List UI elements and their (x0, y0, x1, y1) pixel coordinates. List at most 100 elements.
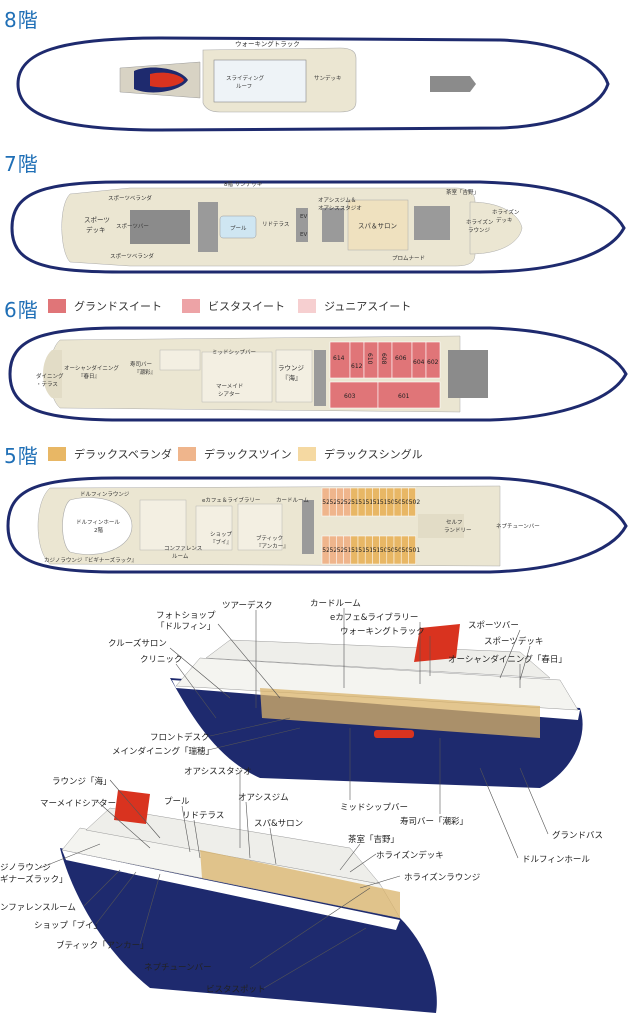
deck-7-title: 7階 (4, 152, 39, 176)
neptune-label: ネプチューンバー (496, 523, 540, 530)
callout-casino-2: ギナーズラック」 (0, 874, 68, 885)
cabin-514-label: 514 (366, 499, 378, 506)
pool-shape (219, 215, 257, 239)
pool-label: プール (230, 225, 247, 232)
sports-veranda-bottom-label: スポーツベランダ (110, 252, 154, 260)
cabin-510-label: 510 (380, 499, 392, 506)
boutique-label-2: 『アンカー』 (256, 542, 289, 550)
upper-funnel-icon (414, 624, 460, 662)
deck-5-cabins: 5265245225205185165145125105085065045025… (321, 487, 421, 565)
cabin-515-label: 515 (358, 547, 370, 554)
callout-oasis-gym: オアシスジム (238, 793, 289, 803)
sun-deck-label: サンデッキ (314, 74, 342, 82)
cabin-501-label: 501 (409, 547, 421, 554)
sliding-roof-label-1: スライディング (226, 74, 265, 82)
tea-room-label: 茶室「吉野」 (446, 188, 479, 196)
grand-suite-legend-label: グランドスイート (74, 300, 162, 313)
callout-clinic: クリニック (140, 655, 183, 665)
callout-spa-salon: スパ&サロン (254, 819, 303, 829)
horizon-lounge-label-1: ホライズン (466, 218, 494, 226)
deck-5-legend-twin: デラックスツイン (178, 446, 292, 462)
callout-e-cafe: eカフェ&ライブラリー (330, 612, 418, 623)
cabin-602 (425, 341, 441, 379)
cabin-522-label: 522 (337, 499, 349, 506)
laundry-label-2: ランドリー (444, 527, 472, 534)
boutique-label-1: ブティック (256, 534, 283, 542)
sports-bar-label: スポーツバー (116, 223, 149, 230)
callout-midship-bar: ミッドシップバー (340, 803, 408, 813)
callout-walking-track: ウォーキングトラック (340, 626, 425, 637)
lower-funnel-icon (114, 790, 150, 824)
callout-front-desk: フロントデスク (150, 732, 210, 743)
deluxe-twin-legend-label: デラックスツイン (204, 448, 292, 461)
vista-suite-legend-label: ビスタスイート (208, 300, 285, 313)
deluxe-single-legend-label: デラックスシングル (324, 448, 423, 461)
cabin-511-label: 511 (373, 547, 385, 554)
sushi-label-2: 『潮彩』 (134, 368, 156, 376)
cabin-504-label: 504 (402, 499, 414, 506)
junior-suite-swatch (298, 299, 316, 313)
cafe-label: eカフェ＆ライブラリー (202, 496, 260, 504)
upper-ship (170, 624, 583, 788)
spa-label: スパ＆サロン (358, 222, 397, 230)
cabin-610-label: 610 (366, 353, 373, 365)
cabin-513-label: 513 (366, 547, 378, 554)
card-room-label: カードルーム (276, 497, 309, 504)
callout-pool: プール (164, 797, 190, 807)
callout-photo-shop-2: 「ドルフィン」 (156, 622, 215, 632)
mermaid-label-1: マーメイド (216, 383, 243, 390)
callout-sports-bar: スポーツバー (468, 621, 519, 631)
cabin-518-label: 518 (351, 499, 363, 506)
cabin-507-label: 507 (387, 547, 399, 554)
ev-label-1: EV (300, 214, 307, 220)
vista-suite-swatch (182, 299, 200, 313)
cabin-512-label: 512 (373, 499, 385, 506)
callout-main-dining: メインダイニング「瑞穂」 (112, 746, 214, 757)
deck-6-bow-machinery (448, 350, 488, 398)
shop-label-2: 『ブイ』 (210, 538, 232, 546)
deluxe-single-swatch (298, 447, 316, 461)
callout-shop: ショップ「ブイ」 (34, 920, 102, 931)
callout-tour-desk: ツアーデスク (222, 600, 273, 611)
callout-horizon-deck: ホライズンデッキ (376, 850, 444, 861)
sun-deck-8f-label: 8階 サンデッキ (224, 180, 262, 188)
cabin-603 (329, 381, 379, 409)
sushi-label-1: 寿司バー (130, 360, 152, 368)
callout-grand-bath: グランドバス (552, 830, 603, 841)
cabin-503-label: 503 (402, 547, 414, 554)
cabin-608-label: 608 (380, 353, 387, 365)
cabin-502-label: 502 (409, 499, 421, 506)
sports-deck-label-2: デッキ (86, 225, 106, 234)
deck-5-legend-single: デラックスシングル (298, 446, 423, 462)
walking-track-label: ウォーキングトラック (235, 39, 300, 48)
deck-8-bow-block (430, 76, 476, 92)
deck-5-plan: 5265245225205185165145125105085065045025… (6, 476, 628, 574)
lounge-label-1: ラウンジ (278, 364, 305, 372)
deck-5-legend-veranda: デラックスベランダ (48, 446, 172, 462)
cabin-516-label: 516 (358, 499, 370, 506)
callout-lounge-umi: ラウンジ「海」 (52, 776, 112, 787)
cabin-519-label: 519 (344, 547, 356, 554)
grand-suite-swatch (48, 299, 66, 313)
oasis-label-1: オアシスジム＆ (318, 197, 356, 204)
deluxe-veranda-swatch (48, 447, 66, 461)
cabin-517-label: 517 (351, 547, 363, 554)
sliding-roof (213, 59, 307, 103)
lower-ship (60, 790, 437, 1013)
promenade-label: プロムナード (392, 255, 425, 262)
deck-7-plan: 8階 サンデッキ スポーツベランダ スポーツ デッキ スポーツバー スポーツベラ… (10, 180, 626, 274)
cabin-604-label: 604 (413, 359, 425, 366)
callout-photo-shop-1: フォトショップ (156, 611, 216, 621)
cabin-601-label: 601 (398, 393, 410, 400)
ev-label-2: EV (300, 232, 307, 238)
cabin-603-label: 603 (344, 393, 356, 400)
deck-5-title: 5階 (4, 444, 39, 468)
cabin-506-label: 506 (394, 499, 406, 506)
dolphin-hall-label-2: 2階 (94, 526, 103, 534)
lounge-label-2: 『海』 (282, 373, 302, 382)
deck-6-suites (329, 341, 441, 409)
deck-6-legend-vista: ビスタスイート (182, 298, 285, 314)
cabin-526-label: 526 (322, 499, 334, 506)
cabin-525-label: 525 (322, 547, 334, 554)
cabin-602-label: 602 (427, 359, 439, 366)
